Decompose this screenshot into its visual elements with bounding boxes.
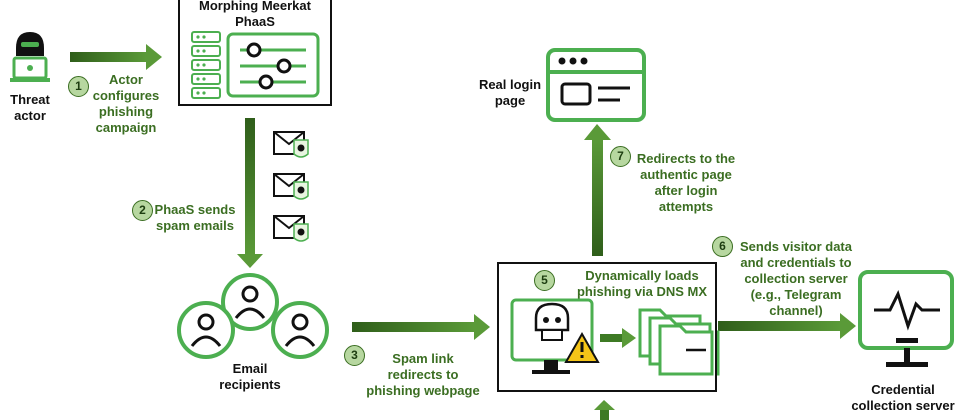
skull-monitor-icon	[510, 298, 600, 374]
malicious-email-icon	[273, 131, 309, 242]
arrow-bottom-partial	[594, 400, 615, 420]
step-1-text: Actor configures phishing campaign	[92, 72, 160, 135]
step-2-badge: 2	[132, 200, 153, 221]
hacker-icon	[10, 32, 50, 82]
users-icon	[177, 273, 329, 359]
step-7-text: Redirects to the authentic page after lo…	[636, 151, 736, 214]
arrow-phaas-to-recipients	[237, 118, 263, 268]
arrow-inner	[600, 328, 636, 348]
step-6-badge: 6	[712, 236, 733, 257]
credential-server-label: Credential collection server	[851, 382, 955, 413]
email-recipients-label: Email recipients	[219, 361, 281, 392]
threat-actor-label: Threat actor	[10, 92, 50, 123]
real-login-label: Real login page	[478, 77, 542, 108]
step-6-text: Sends visitor data and credentials to co…	[740, 239, 852, 318]
browser-icon	[546, 48, 646, 122]
control-panel-icon	[191, 31, 320, 99]
step-5-badge: 5	[534, 270, 555, 291]
folders-icon	[638, 308, 714, 376]
step-2-text: PhaaS sends spam emails	[154, 202, 236, 233]
step-1-badge: 1	[68, 76, 89, 97]
step-5-text: Dynamically loads phishing via DNS MX	[576, 268, 707, 299]
arrow-phishing-to-real-login	[584, 124, 611, 256]
arrow-actor-to-phaas	[70, 44, 162, 70]
step-7-badge: 7	[610, 146, 631, 167]
arrow-recipients-to-phishing	[352, 314, 490, 340]
step-3-badge: 3	[344, 345, 365, 366]
phaas-title: Morphing Meerkat PhaaS	[199, 0, 311, 29]
arrow-phishing-to-server	[718, 313, 856, 339]
step-3-text: Spam link redirects to phishing webpage	[366, 351, 480, 398]
monitor-pulse-icon	[858, 270, 954, 367]
